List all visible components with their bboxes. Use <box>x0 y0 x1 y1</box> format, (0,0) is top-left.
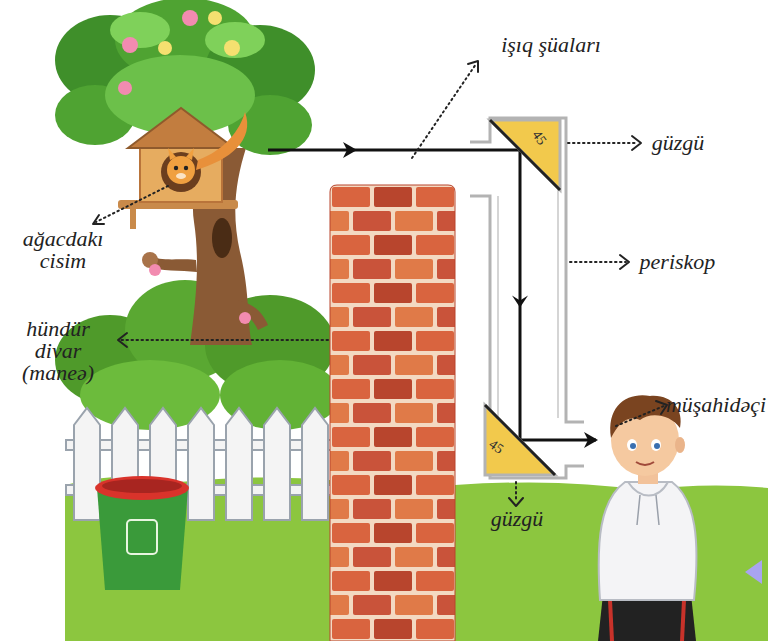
mirror: 45 <box>490 120 560 190</box>
callout-label: periskop <box>630 251 725 273</box>
mirror-surface <box>485 405 555 475</box>
tree <box>55 0 315 345</box>
ray-arrowhead <box>512 296 528 308</box>
birdhouse <box>118 108 247 229</box>
ray-arrowhead <box>343 142 357 158</box>
brick-wall <box>330 185 455 641</box>
mirror-triangle <box>485 405 555 475</box>
callout-label: ağacdakı cisim <box>8 228 118 272</box>
mirror-shape <box>490 120 560 190</box>
mirror: 45 <box>485 405 555 475</box>
light-ray <box>512 190 528 405</box>
callout-label: güzgü <box>643 132 713 154</box>
callout-label: müşahidəçi <box>664 394 768 416</box>
mirror-surface <box>490 120 560 190</box>
mirror-triangle <box>490 120 560 190</box>
ray-line <box>519 190 522 405</box>
callout-label: güzgü <box>482 508 552 530</box>
leader-arrowhead <box>93 61 667 506</box>
leader-line <box>96 64 664 502</box>
trash-bin <box>95 476 189 590</box>
callout-label: hündür divar (maneə) <box>8 318 108 384</box>
ray-arrowhead <box>584 432 598 448</box>
callout-label: işıq şüaları <box>486 34 616 56</box>
observer-boy <box>598 395 696 641</box>
corner-mark <box>745 560 762 584</box>
periscope-body <box>470 118 584 478</box>
light-ray <box>268 150 596 440</box>
